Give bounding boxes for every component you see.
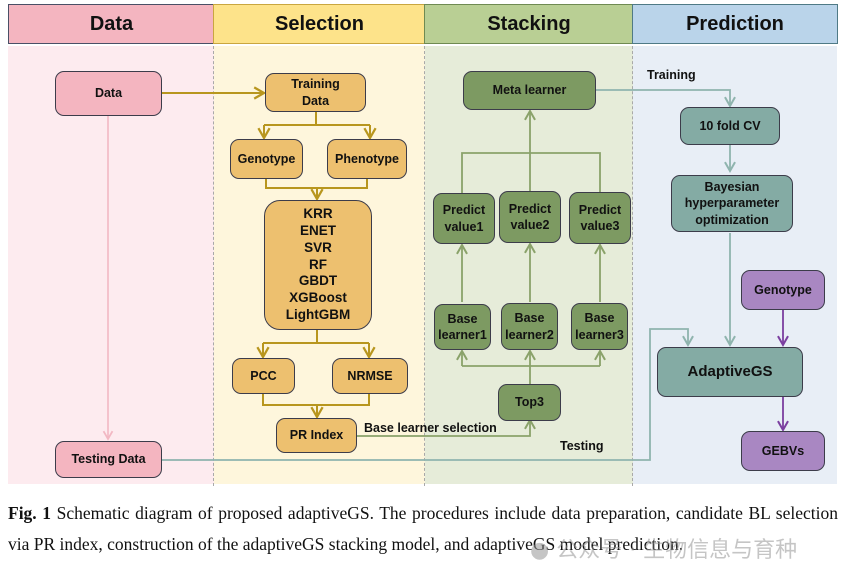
data-node: Data <box>55 71 162 116</box>
predict-value-label: Predict value3 <box>578 202 622 233</box>
model-item: KRR <box>303 205 333 221</box>
lane-header-prediction: Prediction <box>632 4 838 44</box>
testing-data-label: Testing Data <box>71 452 146 467</box>
genotype-label: Genotype <box>237 151 296 166</box>
bayesian-node: Bayesian hyperparameter optimization <box>671 175 793 232</box>
lane-header-stacking: Stacking <box>424 4 634 44</box>
phenotype-node: Phenotype <box>327 139 407 179</box>
model-item: LightGBM <box>285 307 351 323</box>
meta-learner-node: Meta learner <box>463 71 596 110</box>
data-node-label: Data <box>94 86 123 101</box>
predict-value-label: Predict value1 <box>442 203 486 234</box>
predict-value-node: Predict value3 <box>569 192 631 244</box>
nrmse-node: NRMSE <box>332 358 408 394</box>
base-learner-node: Base learner3 <box>571 303 628 350</box>
top3-label: Top3 <box>515 395 544 410</box>
cv-node: 10 fold CV <box>680 107 780 145</box>
meta-learner-label: Meta learner <box>492 83 567 98</box>
model-item: SVR <box>304 239 332 255</box>
caption-text: Schematic diagram of proposed adaptiveGS… <box>8 503 838 554</box>
base-learner-selection-label: Base learner selection <box>364 421 497 435</box>
lane-divider <box>632 46 633 486</box>
watermark: ● 公众号 · 生物信息与育种 <box>530 532 797 564</box>
models-node: KRR ENET SVR RF GBDT XGBoost LightGBM <box>264 200 372 330</box>
base-learner-node: Base learner2 <box>501 303 558 350</box>
lane-divider <box>213 46 214 486</box>
training-data-label: Training Data <box>291 77 340 108</box>
pr-index-label: PR Index <box>289 428 344 443</box>
figure-caption: Fig. 1 Schematic diagram of proposed ada… <box>8 498 838 560</box>
predict-value-label: Predict value2 <box>508 201 552 232</box>
figure-label: Fig. 1 <box>8 503 52 523</box>
model-item: GBDT <box>298 273 338 289</box>
predict-value-node: Predict value2 <box>499 191 561 243</box>
gebvs-node: GEBVs <box>741 431 825 471</box>
lane-header-data: Data <box>8 4 215 44</box>
adaptivegs-node: AdaptiveGS <box>657 347 803 397</box>
model-item: ENET <box>299 222 336 238</box>
pr-index-node: PR Index <box>276 418 357 453</box>
base-learner-label: Base learner1 <box>438 311 487 342</box>
genotype-input-node: Genotype <box>741 270 825 310</box>
cv-label: 10 fold CV <box>699 118 761 133</box>
bayesian-label: Bayesian hyperparameter optimization <box>684 180 780 227</box>
watermark-text: 公众号 · 生物信息与育种 <box>556 538 798 563</box>
gebvs-label: GEBVs <box>761 443 805 458</box>
model-item: XGBoost <box>289 290 347 306</box>
training-edge-label: Training <box>647 68 696 82</box>
base-learner-label: Base learner2 <box>505 311 554 342</box>
top3-node: Top3 <box>498 384 561 421</box>
training-data-node: Training Data <box>265 73 366 112</box>
base-learner-node: Base learner1 <box>434 304 491 350</box>
model-item: RF <box>309 256 327 272</box>
pcc-node: PCC <box>232 358 295 394</box>
lane-header-selection: Selection <box>213 4 426 44</box>
base-learner-label: Base learner3 <box>575 311 624 342</box>
testing-data-node: Testing Data <box>55 441 162 478</box>
genotype-input-label: Genotype <box>754 282 812 297</box>
wechat-icon: ● <box>530 538 550 563</box>
testing-edge-label: Testing <box>560 439 604 453</box>
phenotype-label: Phenotype <box>335 151 399 166</box>
predict-value-node: Predict value1 <box>433 193 495 244</box>
nrmse-label: NRMSE <box>347 368 393 383</box>
genotype-node: Genotype <box>230 139 303 179</box>
lane-divider <box>424 46 425 486</box>
pcc-label: PCC <box>250 368 277 383</box>
adaptivegs-label: AdaptiveGS <box>687 363 773 381</box>
